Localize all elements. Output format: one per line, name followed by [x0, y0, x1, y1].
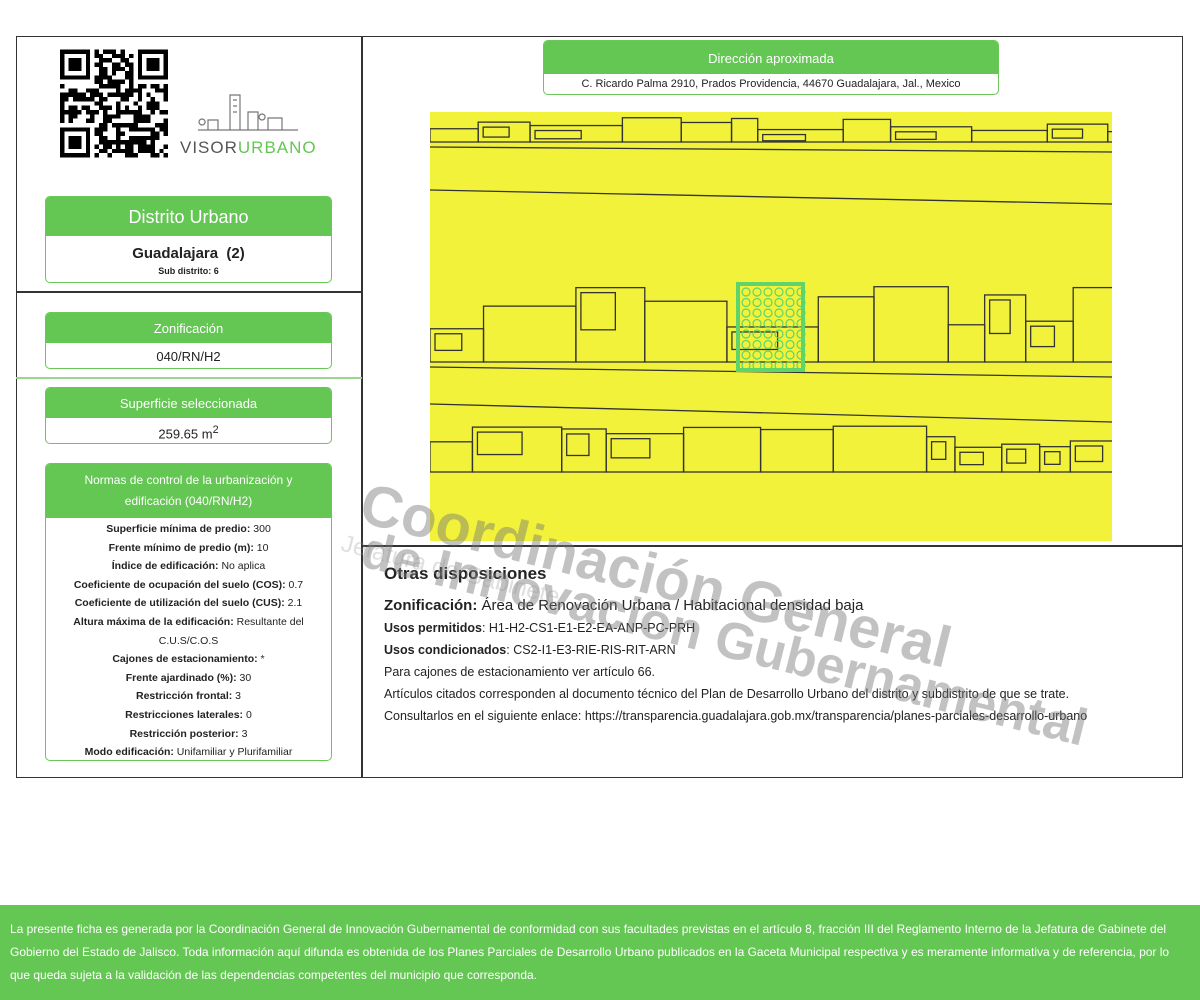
norma-item: Coeficiente de utilización del suelo (CU… — [46, 594, 331, 613]
report-frame — [16, 36, 1183, 778]
superficie-unit: 2 — [212, 424, 219, 436]
norma-item: Restricción frontal: 3 — [46, 687, 331, 706]
zonificacion-title: Zonificación — [46, 313, 331, 343]
norma-item: Frente mínimo de predio (m): 10 — [46, 539, 331, 558]
norma-value: * — [257, 653, 265, 666]
norma-value: Resultante del C.U.S/C.O.S — [158, 615, 304, 647]
direccion-title: Dirección aproximada — [544, 41, 998, 74]
nota-articulos: Artículos citados corresponden al docume… — [384, 687, 1070, 701]
divider — [361, 36, 363, 778]
norma-label: Altura máxima de la edificación: — [73, 615, 234, 628]
distrito-title: Distrito Urbano — [46, 197, 331, 236]
norma-item: Frente ajardinado (%): 30 — [46, 669, 331, 688]
otras-title: Otras disposiciones — [384, 564, 547, 583]
zoning-map[interactable] — [429, 112, 1173, 541]
visor-urbano-logo-icon — [198, 94, 298, 131]
zonificacion-card: Zonificación 040/RN/H2 — [45, 312, 332, 369]
norma-label: Frente ajardinado (%): — [125, 671, 237, 684]
nota-enlace[interactable]: Consultarlos en el siguiente enlace: htt… — [384, 709, 1088, 723]
superficie-card: Superficie seleccionada 259.65 m2 — [45, 387, 332, 444]
norma-label: Restricción frontal: — [135, 690, 233, 703]
norma-item: Índice de edificación: No aplica — [46, 557, 331, 576]
norma-item: Superficie mínima de predio: 300 — [46, 520, 331, 539]
label: Zonificación: — [384, 597, 478, 614]
normas-title: Normas de control de la urbanización y e… — [46, 464, 331, 518]
subdistrito: Sub distrito: 6 — [158, 266, 219, 276]
norma-value: 30 — [236, 671, 252, 684]
norma-value: 10 — [253, 541, 269, 554]
map-parcels — [429, 117, 1173, 473]
direccion-value: C. Ricardo Palma 2910, Prados Providenci… — [581, 78, 961, 90]
otras-disposiciones: Otras disposiciones Zonificación: Área d… — [384, 563, 1174, 727]
logo-text-b: URBANO — [237, 138, 317, 157]
norma-label: Superficie mínima de predio: — [106, 523, 251, 535]
norma-value: No aplica — [218, 560, 266, 573]
norma-item: Modo edificación: Unifamiliar y Plurifam… — [46, 743, 331, 760]
norma-value: Unifamiliar y Plurifamiliar — [173, 746, 293, 759]
value: : CS2-I1-E3-RIE-RIS-RIT-ARN — [506, 643, 676, 657]
norma-value: 300 — [250, 523, 271, 535]
norma-label: Coeficiente de ocupación del suelo (COS)… — [73, 578, 286, 591]
label: Usos condicionados — [384, 643, 507, 657]
label: Usos permitidos — [384, 621, 482, 635]
norma-label: Restricciones laterales: — [125, 708, 244, 721]
divider — [16, 377, 362, 379]
distrito-name: Guadalajara (2) — [132, 245, 245, 262]
norma-label: Índice de edificación: — [111, 560, 219, 573]
distrito-card: Distrito Urbano Guadalajara (2) Sub dist… — [45, 196, 332, 283]
value: : H1-H2-CS1-E1-E2-EA-ANP-PC-PRH — [481, 621, 696, 635]
normas-card: Normas de control de la urbanización y e… — [45, 463, 332, 761]
superficie-value: 259.65 m2 — [46, 424, 331, 441]
norma-value: 0 — [243, 708, 252, 721]
nota-cajones: Para cajones de estacionamiento ver artí… — [384, 665, 655, 679]
divider — [16, 291, 362, 293]
footer-disclaimer: La presente ficha es generada por la Coo… — [0, 905, 1200, 1000]
norma-label: Cajones de estacionamiento: — [112, 653, 258, 666]
usos-permitidos: Usos permitidos: H1-H2-CS1-E1-E2-EA-ANP-… — [384, 617, 1174, 639]
usos-condicionados: Usos condicionados: CS2-I1-E3-RIE-RIS-RI… — [384, 639, 1174, 661]
value: Área de Renovación Urbana / Habitacional… — [477, 597, 864, 614]
norma-label: Frente mínimo de predio (m): — [108, 541, 254, 554]
divider — [361, 545, 1183, 547]
logo-text: VISORURBANO — [180, 138, 317, 158]
norma-value: 3 — [238, 727, 248, 740]
norma-label: Restricción posterior: — [129, 727, 239, 740]
direccion-card: Dirección aproximada C. Ricardo Palma 29… — [543, 40, 999, 95]
superficie-title: Superficie seleccionada — [46, 388, 331, 418]
norma-item: Coeficiente de ocupación del suelo (COS)… — [46, 576, 331, 595]
norma-value: 2.1 — [284, 597, 303, 610]
superficie-number: 259.65 m — [158, 426, 213, 442]
norma-value: 3 — [232, 690, 242, 703]
norma-value: 0.7 — [285, 578, 304, 591]
norma-item: Altura máxima de la edificación: Resulta… — [46, 613, 331, 650]
norma-item: Restricción posterior: 3 — [46, 725, 331, 744]
norma-label: Modo edificación: — [84, 746, 174, 759]
qr-code — [60, 49, 168, 158]
otras-zonificacion: Zonificación: Área de Renovación Urbana … — [384, 595, 1174, 617]
logo-text-a: VISOR — [180, 138, 238, 157]
norma-label: Coeficiente de utilización del suelo (CU… — [74, 597, 285, 610]
norma-item: Cajones de estacionamiento: * — [46, 650, 331, 669]
norma-item: Restricciones laterales: 0 — [46, 706, 331, 725]
zonificacion-value: 040/RN/H2 — [156, 349, 221, 364]
